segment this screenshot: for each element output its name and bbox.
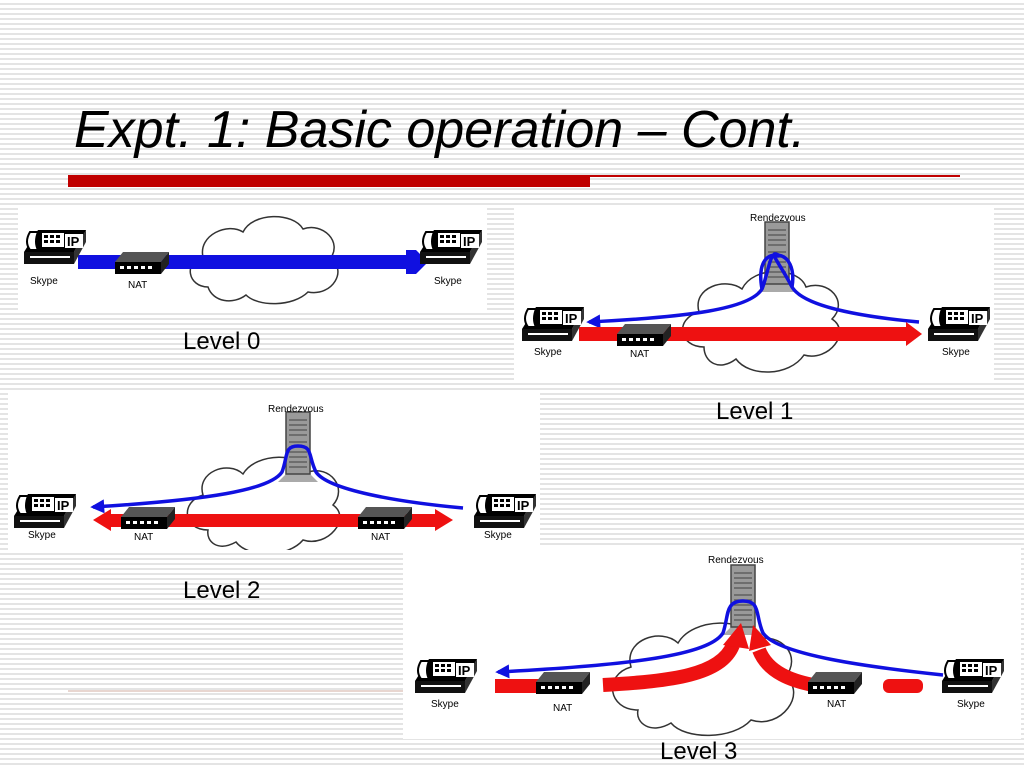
media-stream <box>108 514 438 527</box>
diagram-level-1: Rendezvous Skype Skype NAT <box>514 207 994 381</box>
ip-phone-icon <box>521 306 585 342</box>
phone-left-label: Skype <box>28 530 56 541</box>
footer-rule <box>68 690 408 692</box>
nat-router-icon <box>808 672 862 694</box>
nat-router-icon <box>115 252 169 274</box>
nat-left-label: NAT <box>553 703 572 714</box>
ip-phone-icon <box>927 306 991 342</box>
nat-label: NAT <box>128 280 147 291</box>
nat-right-label: NAT <box>371 532 390 543</box>
slide-title: Expt. 1: Basic operation – Cont. <box>74 101 806 159</box>
rendezvous-label: Rendezvous <box>268 404 324 415</box>
ip-phone-icon <box>414 658 478 694</box>
signaling-path <box>495 599 944 679</box>
ip-phone-icon <box>13 493 77 529</box>
ip-phone-icon <box>419 229 483 265</box>
media-arrow-head <box>406 250 428 274</box>
rendezvous-label: Rendezvous <box>708 555 764 566</box>
phone-left-label: Skype <box>30 276 58 287</box>
phone-right-label: Skype <box>957 699 985 710</box>
phone-left-label: Skype <box>534 347 562 358</box>
nat-router-icon <box>358 507 412 529</box>
cloud-icon <box>611 622 795 737</box>
nat-router-icon <box>536 672 590 694</box>
title-rule-thick <box>68 175 590 187</box>
media-stream-left <box>495 679 540 693</box>
media-stream-left-curve <box>602 641 740 692</box>
phone-right-label: Skype <box>484 530 512 541</box>
phone-right-label: Skype <box>942 347 970 358</box>
level-0-label: Level 0 <box>183 328 261 355</box>
level-2-label: Level 2 <box>183 577 261 604</box>
nat-right-label: NAT <box>827 699 846 710</box>
phone-left-label: Skype <box>431 699 459 710</box>
ip-phone-icon <box>941 658 1005 694</box>
nat-label: NAT <box>630 349 649 360</box>
diagram-level-0: Skype Skype NAT <box>18 207 487 312</box>
level-1-label: Level 1 <box>716 398 794 425</box>
diagram-level-3: Rendezvous Skype Skype NAT NAT <box>403 545 1021 739</box>
nat-router-icon <box>121 507 175 529</box>
nat-left-label: NAT <box>134 532 153 543</box>
rendezvous-label: Rendezvous <box>750 213 806 224</box>
media-stream-right-curve <box>752 646 815 692</box>
diagram-level-2: Rendezvous Skype Skype NAT NAT <box>8 390 540 550</box>
ip-phone-icon <box>473 493 537 529</box>
level-3-label: Level 3 <box>660 738 738 765</box>
media-stream-right <box>883 679 923 693</box>
phone-right-label: Skype <box>434 276 462 287</box>
nat-router-icon <box>617 324 671 346</box>
title-rule-thin <box>590 175 960 177</box>
ip-phone-icon <box>23 229 87 265</box>
signaling-path <box>90 444 464 514</box>
